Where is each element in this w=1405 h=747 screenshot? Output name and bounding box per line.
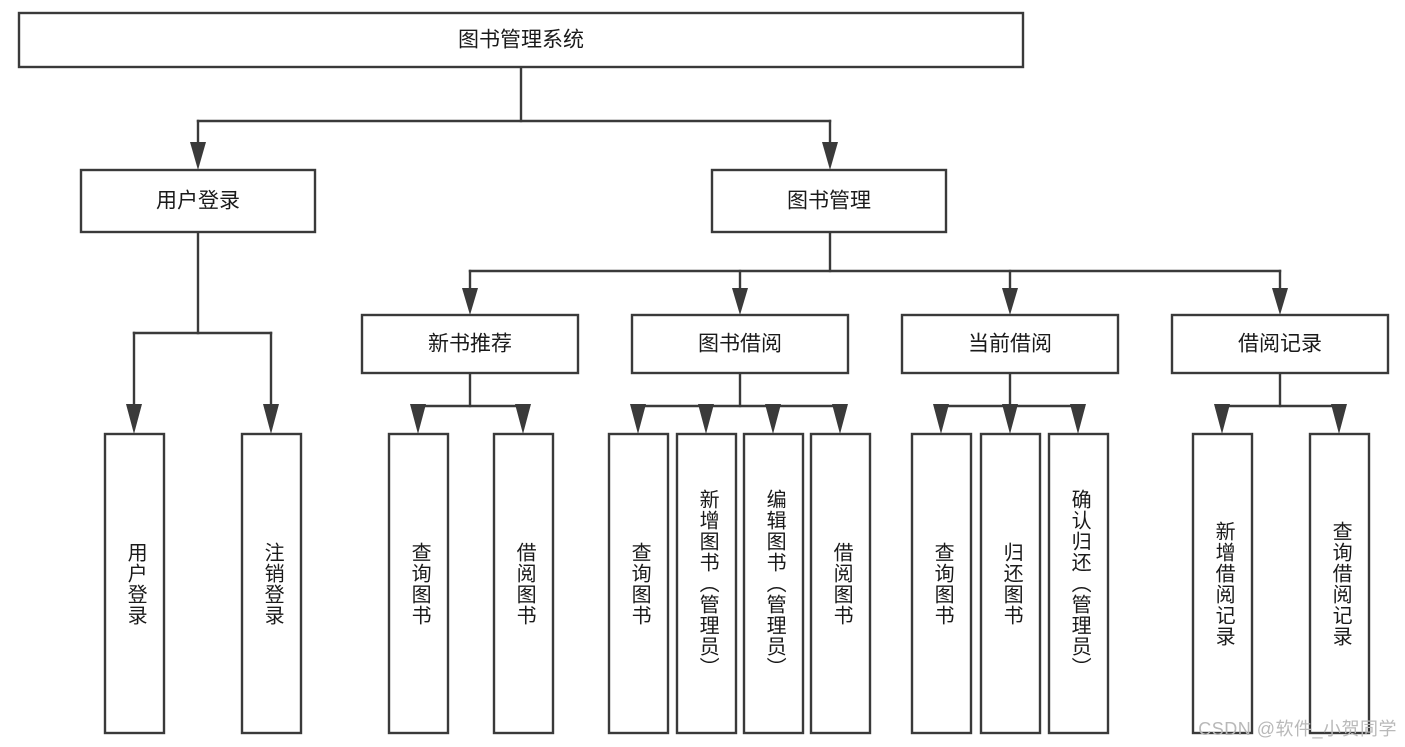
node-current-borrow-box[interactable]	[900, 313, 1120, 375]
node-root[interactable]: 图书管理系统	[17, 11, 1025, 69]
connector-group-new-book-rec	[410, 371, 531, 434]
arrow-head-leaf-query-book-2	[630, 404, 646, 434]
leaf-boxes	[103, 432, 1371, 735]
node-borrow-record[interactable]: 借阅记录	[1170, 313, 1390, 375]
connector-group-book-manage	[462, 230, 1288, 315]
arrow-head-leaf-query-record	[1331, 404, 1347, 434]
node-new-book-rec[interactable]: 新书推荐	[360, 313, 580, 375]
node-new-book-rec-label: 新书推荐	[428, 333, 512, 356]
arrow-head-leaf-query-book-1	[410, 404, 426, 434]
csdn-watermark: CSDN @软件_小贺同学	[1198, 719, 1397, 739]
node-leaf-confirm-return-box[interactable]	[1047, 432, 1110, 735]
connector-group-borrow-record	[1214, 371, 1347, 434]
arrow-head-leaf-borrow-book-2	[832, 404, 848, 434]
node-borrow-record-box[interactable]	[1170, 313, 1390, 375]
node-current-borrow-label: 当前借阅	[968, 333, 1052, 356]
node-user-login[interactable]: 用户登录	[79, 168, 317, 234]
arrow-head-borrow-record	[1272, 288, 1288, 315]
arrow-head-leaf-borrow-book-1	[515, 404, 531, 434]
node-user-login-box[interactable]	[79, 168, 317, 234]
node-leaf-logout-box[interactable]	[240, 432, 303, 735]
arrow-head-book-manage	[822, 142, 838, 170]
node-leaf-query-book-2-box[interactable]	[607, 432, 670, 735]
node-current-borrow[interactable]: 当前借阅	[900, 313, 1120, 375]
node-book-manage[interactable]: 图书管理	[710, 168, 948, 234]
arrow-head-leaf-user-login	[126, 404, 142, 434]
connector-group-user-login	[126, 230, 279, 434]
node-user-login-label: 用户登录	[156, 190, 240, 213]
arrow-head-book-borrow	[732, 288, 748, 315]
connector-group-current-borrow	[933, 371, 1086, 434]
node-root-label: 图书管理系统	[458, 29, 584, 52]
node-borrow-record-label: 借阅记录	[1238, 333, 1322, 356]
node-root-box[interactable]	[17, 11, 1025, 69]
arrow-head-user-login	[190, 142, 206, 170]
node-leaf-query-book-1-box[interactable]	[387, 432, 450, 735]
arrow-head-leaf-edit-book	[765, 404, 781, 434]
node-leaf-edit-book-box[interactable]	[742, 432, 805, 735]
node-book-borrow-label: 图书借阅	[698, 333, 782, 356]
node-book-borrow-box[interactable]	[630, 313, 850, 375]
node-leaf-add-record-box[interactable]	[1191, 432, 1254, 735]
node-leaf-add-book-box[interactable]	[675, 432, 738, 735]
node-leaf-user-login-box[interactable]	[103, 432, 166, 735]
arrow-head-leaf-add-book	[698, 404, 714, 434]
arrow-head-current-borrow	[1002, 288, 1018, 315]
node-book-borrow[interactable]: 图书借阅	[630, 313, 850, 375]
arrow-head-leaf-add-record	[1214, 404, 1230, 434]
arrow-head-leaf-return-book	[1002, 404, 1018, 434]
node-leaf-borrow-book-1-box[interactable]	[492, 432, 555, 735]
node-new-book-rec-box[interactable]	[360, 313, 580, 375]
node-leaf-query-book-3-box[interactable]	[910, 432, 973, 735]
arrow-head-leaf-confirm-return	[1070, 404, 1086, 434]
node-leaf-borrow-book-2-box[interactable]	[809, 432, 872, 735]
node-book-manage-label: 图书管理	[787, 190, 871, 213]
arrow-head-leaf-query-book-3	[933, 404, 949, 434]
connector-group-book-borrow	[630, 371, 848, 434]
node-leaf-return-book-box[interactable]	[979, 432, 1042, 735]
node-book-manage-box[interactable]	[710, 168, 948, 234]
arrow-head-new-book-rec	[462, 288, 478, 315]
node-leaf-query-record-box[interactable]	[1308, 432, 1371, 735]
connector-group-root	[190, 65, 838, 170]
arrow-head-leaf-logout	[263, 404, 279, 434]
